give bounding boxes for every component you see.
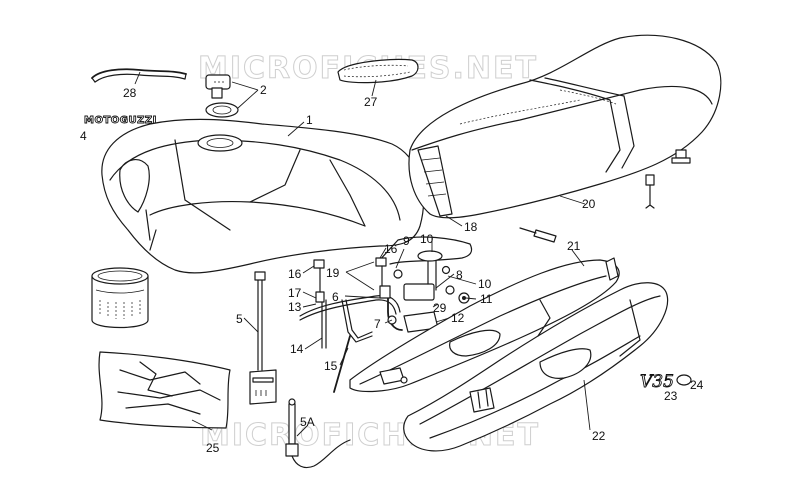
fuel-hoses [299,236,473,393]
part-2-fuel-cap [205,74,239,118]
label-10a: 10 [420,232,434,246]
label-7: 7 [374,317,381,331]
fuel-tap-left [313,259,325,303]
label-4: 4 [80,129,87,143]
label-16a: 16 [384,242,398,256]
label-25: 25 [206,441,220,455]
label-28: 28 [123,86,137,100]
part-5a-sensor [285,398,351,469]
label-16b: 16 [288,267,302,281]
seat-pin [519,227,557,243]
seat-bolt [645,149,691,209]
leader-lines [134,71,591,437]
label-10b: 10 [478,277,492,291]
part-25-tool-roll [98,351,231,429]
label-5: 5 [236,312,243,326]
label-13: 13 [288,300,302,314]
label-2: 2 [260,83,267,97]
part-23-24-v35-badge: V35 [640,372,692,392]
part-28-hose [91,68,187,83]
label-21: 21 [567,239,581,253]
label-27: 27 [364,95,378,109]
part-20-seat [408,34,722,219]
part-22-side-panel [403,282,669,452]
label-22: 22 [592,429,606,443]
label-15: 15 [324,359,338,373]
tank-badge-text: MOTOGUZZI [84,115,157,126]
label-12: 12 [451,311,465,325]
label-18: 18 [464,220,478,234]
label-23: 23 [664,389,678,403]
part-5-fuel-sender [249,271,277,405]
part-21-side-panel [349,257,620,393]
part-1-fuel-tank [101,118,425,274]
side-badge-text: V35 [640,372,674,392]
label-19: 19 [326,266,340,280]
label-8: 8 [456,268,463,282]
fuel-tap-right [375,250,470,333]
label-29: 29 [433,301,447,315]
label-6: 6 [332,290,339,304]
label-17: 17 [288,286,302,300]
part-26-filter-can [91,267,149,329]
label-24: 24 [690,378,704,392]
label-20: 20 [582,197,596,211]
label-1: 1 [306,113,313,127]
part-4-motoguzzi-badge: MOTOGUZZI [84,115,157,127]
label-11: 11 [480,292,493,306]
part-27-seat-pad [337,58,419,84]
label-14: 14 [290,342,304,356]
label-9: 9 [403,234,410,248]
part-numbers: 28 2 4 1 27 20 18 21 9 10 16 16 19 8 10 … [80,83,704,455]
label-5a: 5A [300,415,315,429]
